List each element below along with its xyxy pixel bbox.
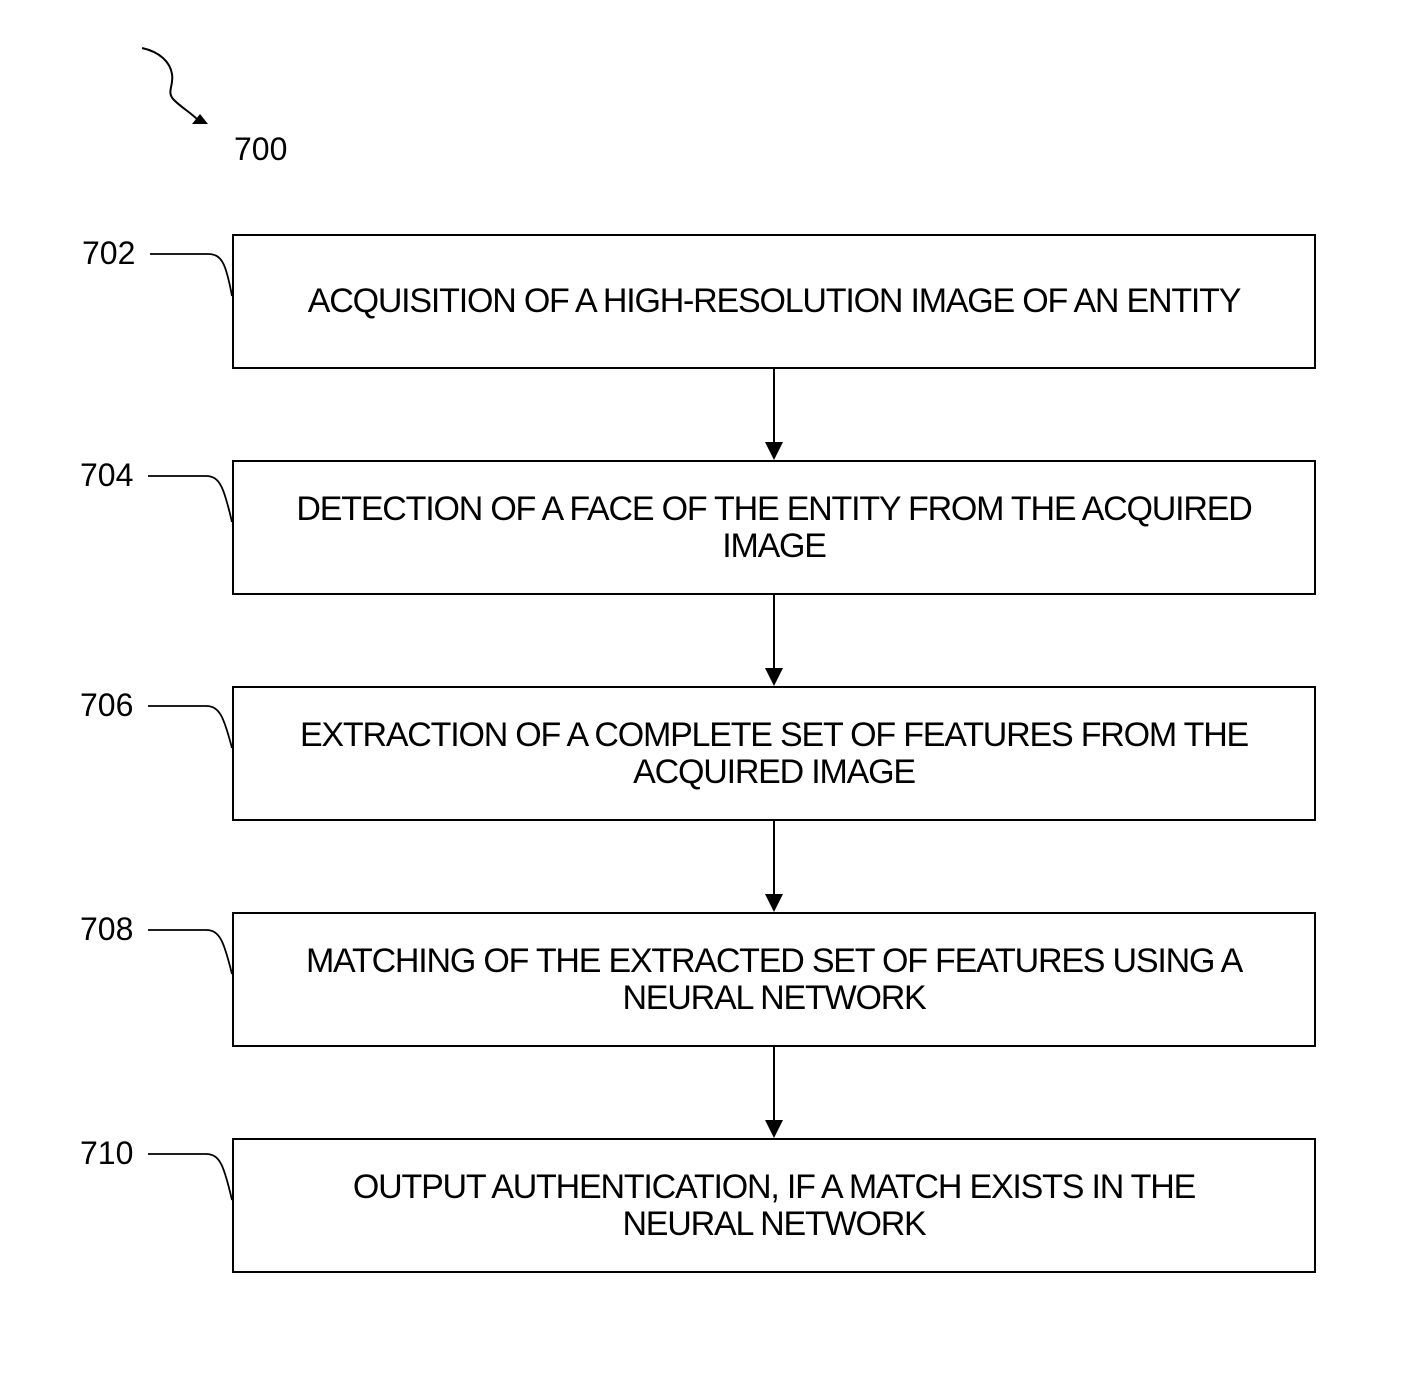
step-box-face-detection: DETECTION OF A FACE OF THE ENTITY FROM T… [232, 460, 1316, 595]
figure-reference-arrowhead [192, 114, 208, 124]
figure-reference-arrow [141, 47, 199, 121]
flow-arrowhead-704 [765, 442, 783, 460]
figure-number: 700 [234, 131, 288, 167]
flow-arrowhead-708 [765, 894, 783, 912]
step-ref-708: 708 [80, 911, 134, 947]
leader-line-708 [148, 929, 233, 975]
step-ref-702: 702 [82, 235, 136, 271]
step-ref-710: 710 [80, 1135, 134, 1171]
step-text-output-authentication: OUTPUT AUTHENTICATION, IF A MATCH EXISTS… [352, 1167, 1196, 1243]
step-text-matching: MATCHING OF THE EXTRACTED SET OF FEATURE… [305, 941, 1243, 1017]
step-text-face-detection: DETECTION OF A FACE OF THE ENTITY FROM T… [296, 489, 1252, 565]
step-text-acquisition: ACQUISITION OF A HIGH-RESOLUTION IMAGE O… [307, 282, 1242, 320]
flow-arrowhead-710 [765, 1120, 783, 1138]
leader-line-704 [148, 475, 233, 523]
step-box-acquisition: ACQUISITION OF A HIGH-RESOLUTION IMAGE O… [232, 234, 1316, 369]
step-text-feature-extraction: EXTRACTION OF A COMPLETE SET OF FEATURES… [299, 715, 1249, 791]
leader-line-702 [150, 253, 233, 297]
leader-line-706 [148, 705, 233, 749]
step-box-output-authentication: OUTPUT AUTHENTICATION, IF A MATCH EXISTS… [232, 1138, 1316, 1273]
step-box-matching: MATCHING OF THE EXTRACTED SET OF FEATURE… [232, 912, 1316, 1047]
step-box-feature-extraction: EXTRACTION OF A COMPLETE SET OF FEATURES… [232, 686, 1316, 821]
step-ref-706: 706 [80, 687, 134, 723]
step-ref-704: 704 [80, 457, 134, 493]
flow-arrowhead-706 [765, 668, 783, 686]
leader-line-710 [148, 1153, 233, 1201]
